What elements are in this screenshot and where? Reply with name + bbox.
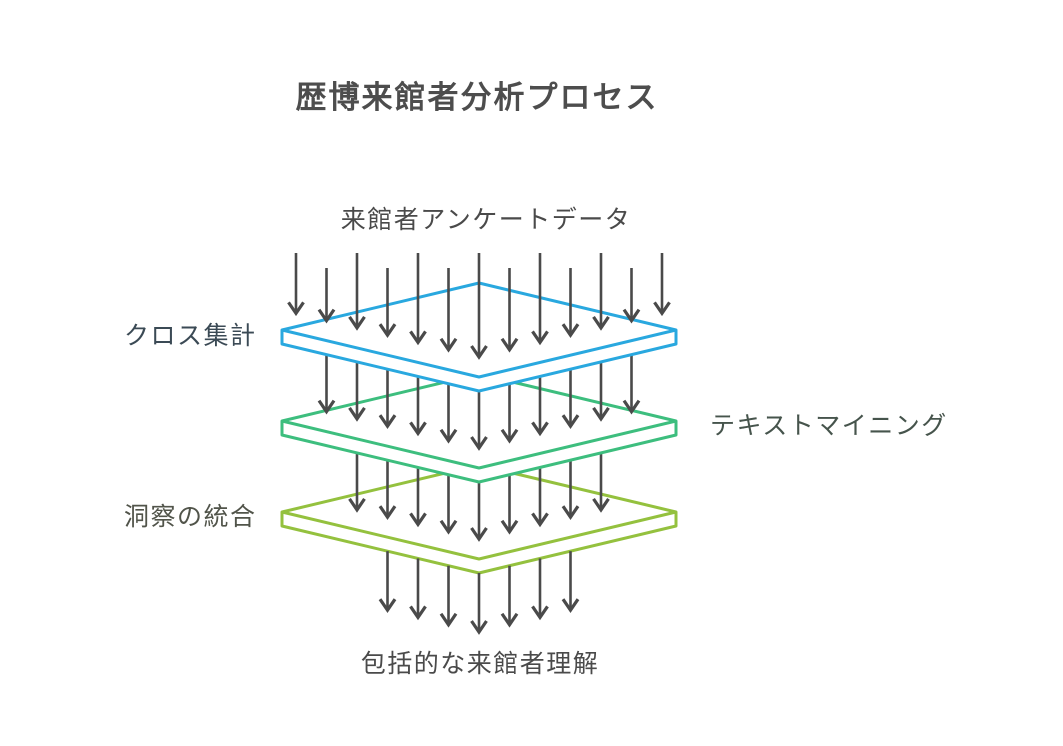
layer-label-insight-integration: 洞察の統合: [124, 503, 257, 531]
arrows-into-cross-tab-layer: [287, 253, 671, 360]
output-label: 包括的な来館者理解: [360, 650, 600, 678]
arrows-to-output: [378, 551, 580, 635]
input-data-label: 来館者アンケートデータ: [340, 206, 632, 234]
arrows-into-text-mining-layer: [317, 354, 641, 451]
arrows-into-insight-layer: [348, 452, 610, 542]
layer-label-text-mining: テキストマイニング: [710, 412, 948, 440]
page-title: 歴博来館者分析プロセス: [295, 80, 659, 115]
layer-label-cross-tabulation: クロス集計: [124, 322, 257, 350]
